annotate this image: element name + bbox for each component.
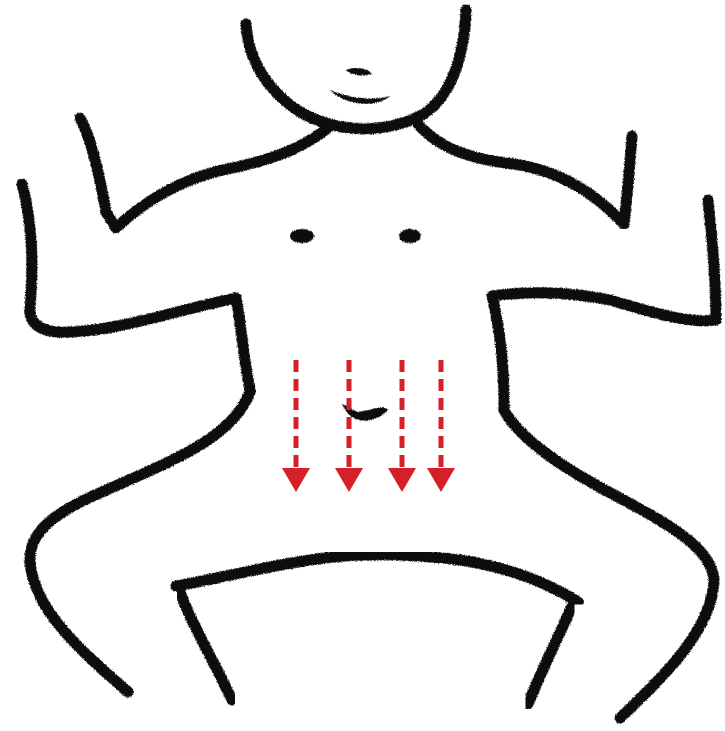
mouth-top — [346, 68, 372, 75]
right-leg-outline — [504, 410, 714, 718]
crotch-outline — [176, 555, 578, 602]
left-leg-outline — [30, 392, 250, 692]
left-inner-leg — [180, 592, 232, 700]
down-arrow-icon — [282, 360, 310, 492]
right-inner-leg — [528, 606, 572, 704]
baby-figure-icon — [22, 10, 716, 718]
down-arrow-icon — [427, 360, 455, 492]
down-arrow-icon — [335, 360, 363, 492]
left-arm-outline — [80, 118, 330, 228]
right-nipple — [399, 229, 421, 243]
down-arrow-icon — [388, 360, 416, 492]
left-nipple — [290, 229, 314, 243]
right-arm-outline — [418, 124, 632, 224]
right-forearm-outline — [492, 200, 716, 408]
down-arrows — [282, 360, 455, 492]
mouth — [330, 90, 390, 104]
